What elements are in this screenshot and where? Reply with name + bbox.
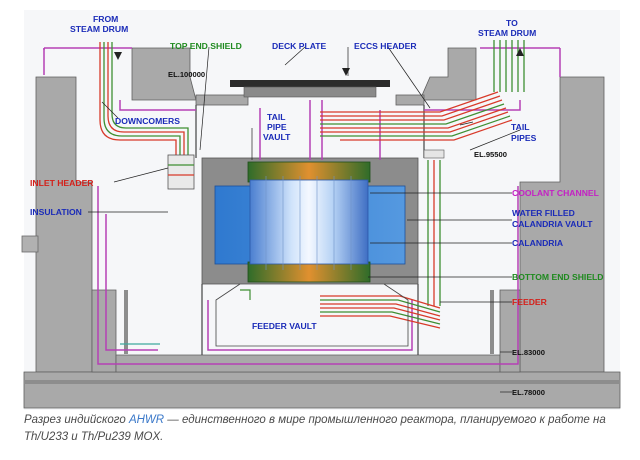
right-wall-ledge — [490, 290, 494, 354]
feeder-pipes — [240, 289, 441, 329]
label-tail-pipe-vault-3: VAULT — [263, 132, 291, 142]
label-to-steam-drum-2: STEAM DRUM — [478, 28, 536, 38]
caption-text-rest: — единственного в мире промышленного реа… — [24, 414, 606, 443]
label-el-100000: EL.100000 — [168, 70, 205, 79]
label-eccs-header: ECCS HEADER — [354, 41, 417, 51]
flow-arrows — [114, 48, 524, 76]
label-tail-pipe-vault-2: PIPE — [267, 122, 287, 132]
label-from-steam-drum: FROM — [93, 14, 118, 24]
downcomer-pipes — [99, 42, 189, 188]
label-tail-pipes-2: PIPES — [511, 133, 537, 143]
label-to-steam-drum: TO — [506, 18, 518, 28]
riser-pipes — [493, 40, 525, 92]
calandria — [249, 179, 369, 265]
reactor-cross-section-diagram: FROM STEAM DRUM TO STEAM DRUM TOP END SH… — [21, 14, 621, 409]
label-el-83000: EL.83000 — [512, 348, 545, 357]
label-el-95500: EL.95500 — [474, 150, 507, 159]
figure-caption: Разрез индийского AHWR — единственного в… — [24, 412, 624, 446]
magenta-pipe-lines — [43, 47, 561, 365]
label-feeder-vault: FEEDER VAULT — [252, 321, 317, 331]
label-deck-plate: DECK PLATE — [272, 41, 327, 51]
label-calandria: CALANDRIA — [512, 238, 563, 248]
right-vertical-pipes — [427, 160, 441, 306]
label-inlet-header: INLET HEADER — [30, 178, 94, 188]
label-water-filled-2: CALANDRIA VAULT — [512, 219, 593, 229]
left-wall-ledge — [124, 290, 128, 354]
coolant-channel-tubes — [265, 176, 352, 270]
label-water-filled-1: WATER FILLED — [512, 208, 575, 218]
caption-text: Разрез индийского — [24, 414, 129, 426]
label-feeder: FEEDER — [512, 297, 548, 307]
caption-link-ahwr[interactable]: AHWR — [128, 414, 165, 426]
leader-lines — [88, 46, 521, 393]
deck-plate — [230, 80, 390, 87]
label-from-steam-drum-2: STEAM DRUM — [70, 24, 128, 34]
label-downcomers: DOWNCOMERS — [115, 116, 180, 126]
base-ledge — [24, 380, 620, 384]
label-insulation: INSULATION — [30, 207, 82, 217]
tail-pipes — [320, 91, 513, 141]
deck-plate-base — [243, 86, 377, 98]
label-coolant-channel: COOLANT CHANNEL — [512, 188, 599, 198]
label-top-end-shield: TOP END SHIELD — [170, 41, 242, 51]
inlet-header — [167, 154, 195, 190]
label-el-78000: EL.78000 — [512, 388, 545, 397]
label-tail-pipe-vault-1: TAIL — [267, 112, 285, 122]
label-tail-pipes-1: TAIL — [511, 122, 529, 132]
left-wall-nozzle — [21, 235, 39, 253]
feeder-vault — [215, 283, 409, 347]
outlet-header — [423, 149, 445, 159]
label-bottom-end-shield: BOTTOM END SHIELD — [512, 272, 604, 282]
